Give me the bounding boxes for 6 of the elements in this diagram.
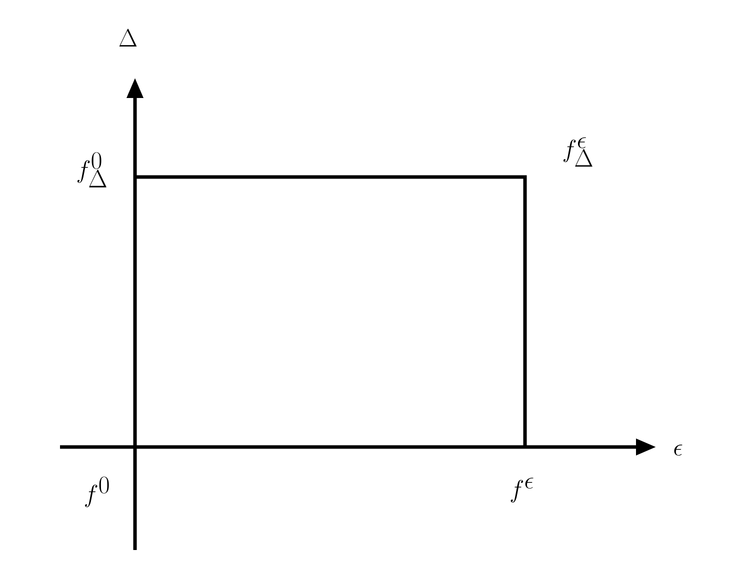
axis-label: $\epsilon$: [674, 444, 682, 456]
axis-label: $f_{\Delta}^{\epsilon}$: [563, 137, 592, 167]
axis-label: $f^{\epsilon}$: [510, 478, 534, 503]
axis-label: $f^{0}$: [85, 476, 109, 508]
axis-label: $f_{\Delta}^{0}$: [77, 152, 106, 188]
axis-label: $\Delta$: [119, 28, 137, 46]
